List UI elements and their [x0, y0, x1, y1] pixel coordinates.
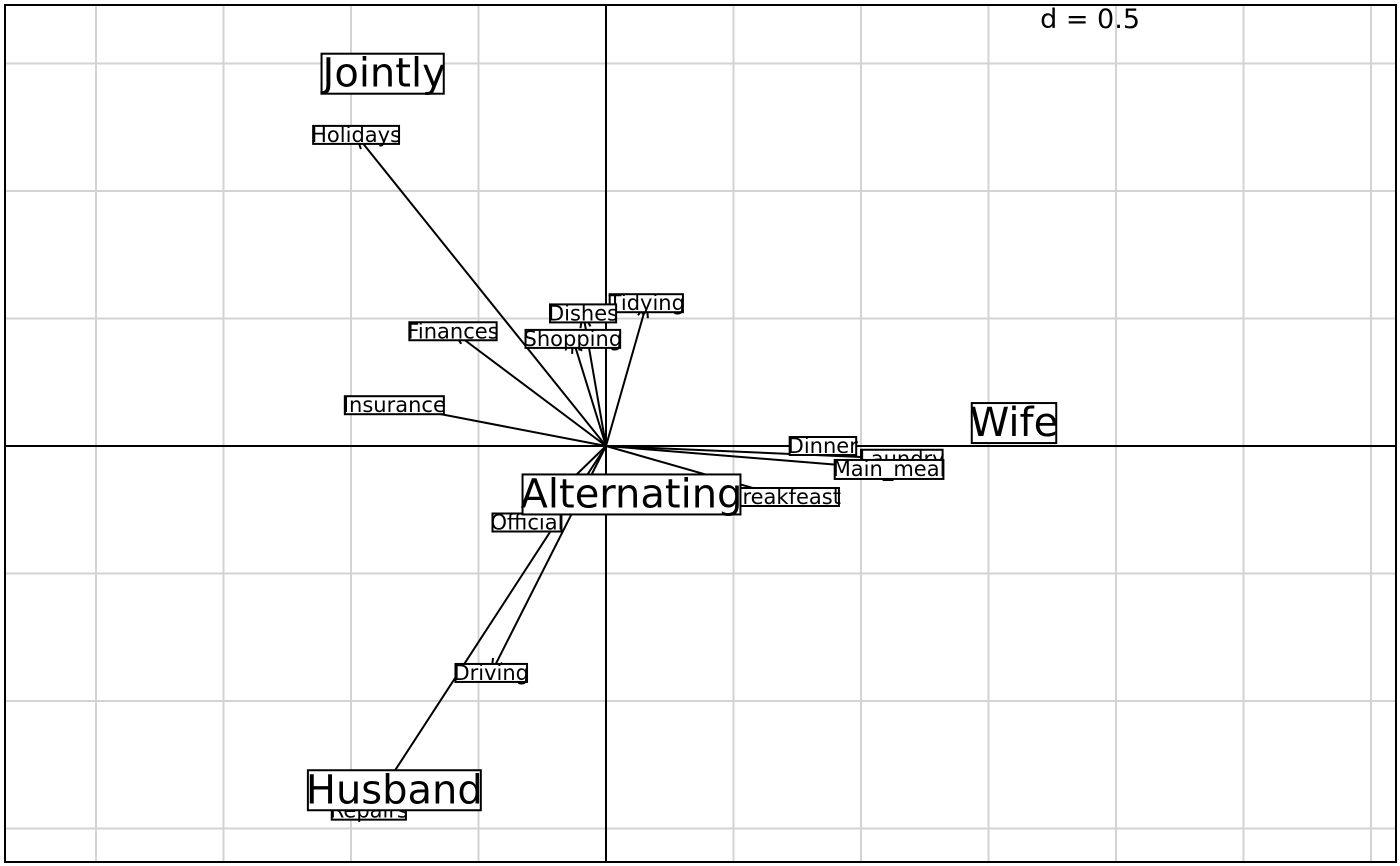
column-label-dishes: Dishes [548, 301, 618, 325]
column-label-box [833, 458, 945, 480]
row-label-text: Wife [970, 400, 1058, 446]
arrow-shaft [605, 445, 902, 460]
row-label-box [970, 402, 1058, 445]
row-label-husband: Husband [306, 767, 483, 813]
column-label-box [408, 321, 498, 342]
column-label-finances: Finances [407, 319, 498, 343]
column-label-box [312, 124, 401, 145]
row-label-alternating: Alternating [521, 471, 743, 517]
column-label-tidying: Tidying [608, 291, 685, 315]
column-label-text: Main_meal [833, 457, 946, 482]
column-label-text: Holidays [311, 123, 401, 147]
arrow-shopping [571, 336, 607, 447]
column-label-box [788, 436, 858, 456]
column-label-dinner: Dinner [788, 434, 859, 458]
arrow-shaft [571, 338, 607, 447]
column-label-box [548, 303, 618, 324]
row-label-text: Husband [306, 767, 483, 813]
column-label-text: Finances [407, 319, 498, 343]
scale-label: d = 0.5 [1040, 4, 1140, 35]
row-label-jointly: Jointly [320, 51, 446, 97]
column-label-text: Dinner [788, 434, 859, 458]
column-label-text: Shopping [524, 327, 623, 351]
column-label-main-meal: Main_meal [833, 457, 946, 482]
column-label-text: Tidying [608, 291, 685, 315]
column-label-text: Driving [453, 661, 529, 685]
column-label-text: Dishes [548, 301, 618, 325]
row-label-box [320, 52, 445, 95]
arrow-shaft [605, 302, 648, 447]
column-label-shopping: Shopping [524, 327, 623, 351]
arrow-shaft [452, 330, 607, 447]
column-label-insurance: Insurance [343, 393, 446, 417]
row-label-box [306, 769, 482, 812]
column-label-box [524, 328, 622, 349]
arrow-shaft [355, 134, 607, 447]
row-label-text: Jointly [320, 51, 446, 97]
column-label-holidays: Holidays [311, 123, 401, 147]
column-label-driving: Driving [453, 661, 529, 685]
column-label-box [608, 293, 684, 314]
column-label-text: Breakfeast [728, 485, 841, 509]
grid-lines [5, 5, 1396, 862]
plot-frame [4, 4, 1397, 863]
column-label-text: Insurance [343, 393, 446, 417]
row-label-box [521, 473, 742, 516]
column-label-box [343, 395, 445, 416]
column-label-breakfeast: Breakfeast [728, 485, 841, 509]
row-label-text: Alternating [521, 471, 743, 517]
zero-axes [5, 5, 1396, 862]
row-label-wife: Wife [970, 400, 1058, 446]
column-label-box [454, 662, 529, 683]
